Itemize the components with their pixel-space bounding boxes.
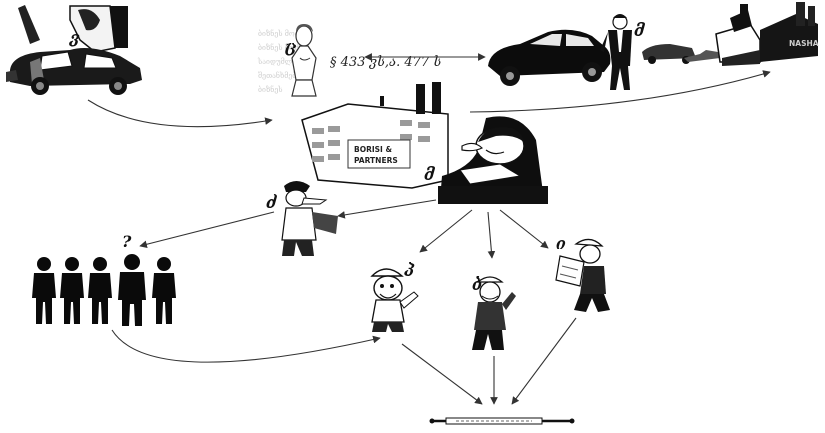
svg-text:ბიზნეს მოძრ.: ბიზნეს მოძრ. xyxy=(258,29,307,38)
arrow-boss-to-inspector xyxy=(337,199,437,219)
top-right-factory: NASHA xyxy=(642,2,819,66)
crowd-silhouettes xyxy=(32,254,176,326)
silhouette-person xyxy=(88,257,112,324)
factory-plate: NASHA xyxy=(789,39,819,48)
arrow-company-to-factory xyxy=(469,70,771,113)
boss-at-desk xyxy=(438,116,548,204)
businessman-standing xyxy=(600,14,632,90)
company-sign-line-2: PARTNERS xyxy=(354,156,398,165)
worker-c-figure xyxy=(555,238,610,312)
label-woman-figure: ც xyxy=(285,37,297,56)
arrow-inspector-to-crowd xyxy=(139,211,275,249)
arrow-worker-a-to-document xyxy=(401,343,483,405)
label-worker-b: ბ xyxy=(472,275,482,294)
label-boss-figure: მ xyxy=(424,165,435,184)
label-crowd: ? xyxy=(122,232,132,251)
woman-figure: ბიზნეს მოძრ. ბიზნეს მოძრ. საიდუმლო შეთან… xyxy=(257,24,317,97)
label-top-left-figure: ვ xyxy=(69,28,80,47)
arrow-car-to-woman xyxy=(87,99,273,128)
arrow-boss-to-worker-a xyxy=(419,209,473,253)
arrow-crowd-to-worker-a xyxy=(111,329,381,363)
top-left-car-scene xyxy=(6,5,142,95)
worker-b-figure xyxy=(472,276,516,350)
arrow-boss-to-worker-b xyxy=(487,211,496,259)
black-car xyxy=(488,29,611,86)
label-inspector-figure: ძ xyxy=(266,193,277,212)
company-building: BORISI & PARTNERS xyxy=(301,82,449,189)
svg-text:ბიზნეს: ბიზნეს xyxy=(258,85,283,94)
silhouette-person xyxy=(60,257,84,324)
worker-a-figure xyxy=(370,268,419,332)
silhouette-person xyxy=(118,254,146,326)
faint-text-block: ბიზნეს მოძრ. ბიზნეს მოძრ. საიდუმლო შეთან… xyxy=(257,29,307,94)
svg-text:ბიზნეს მოძრ.: ბიზნეს მოძრ. xyxy=(258,43,307,52)
company-sign-line-1: BORISI & xyxy=(354,145,392,154)
inspector-figure xyxy=(281,181,338,256)
svg-text:საიდუმლო: საიდუმლო xyxy=(257,58,298,66)
label-worker-a: პ xyxy=(404,261,415,280)
rolled-document xyxy=(429,417,575,425)
svg-text:შეთანხმება: შეთანხმება xyxy=(258,71,300,80)
arrow-boss-to-worker-c xyxy=(499,209,549,249)
label-worker-c: ი xyxy=(556,234,566,253)
arrow-worker-c-to-document xyxy=(511,317,577,405)
label-car-man-figure: მ xyxy=(634,21,645,40)
silhouette-person xyxy=(152,257,176,324)
silhouette-person xyxy=(32,257,56,324)
